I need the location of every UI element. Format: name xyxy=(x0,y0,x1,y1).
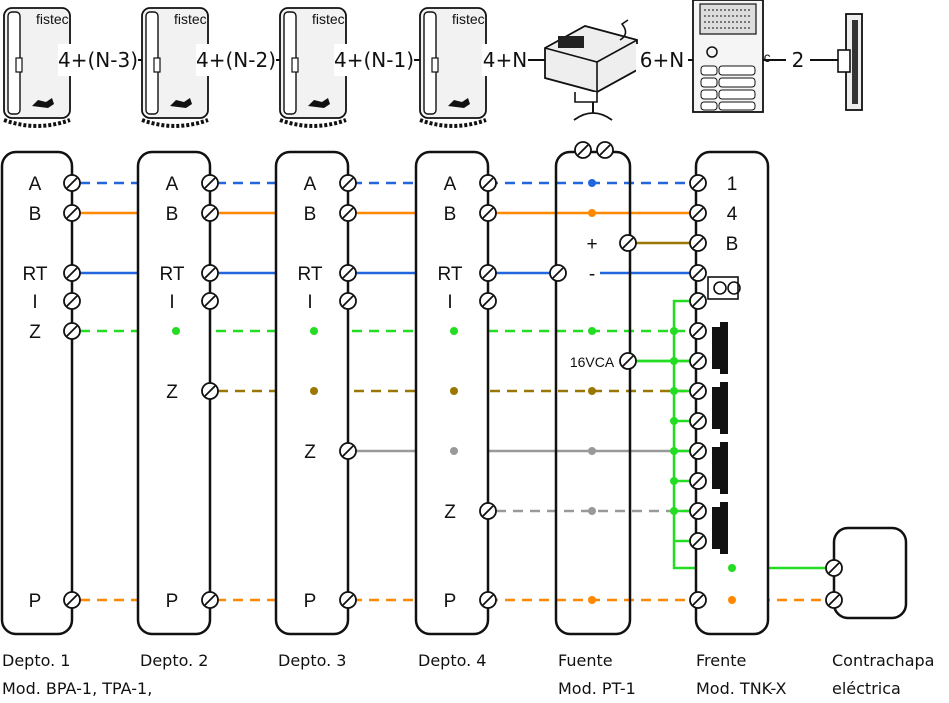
depto-4-label-a: A xyxy=(444,174,457,195)
depto-4-terminal-rt xyxy=(479,264,497,282)
depto-2-label-i: I xyxy=(169,292,174,313)
depto-3-label-z: Z xyxy=(304,442,316,463)
relay-icon xyxy=(707,276,741,300)
depto-1-terminal-p xyxy=(63,591,81,609)
depto-4-terminal-b xyxy=(479,204,497,222)
depto-3-terminal-p xyxy=(339,591,357,609)
depto-4-label-z: Z xyxy=(444,502,456,523)
depto-1-terminal-rt xyxy=(63,264,81,282)
depto-4-label-b: B xyxy=(444,204,457,225)
fuente-minus-label: - xyxy=(589,264,595,285)
junction-dots xyxy=(172,179,736,604)
depto-4-terminal-a xyxy=(479,174,497,192)
depto-4-terminal-i xyxy=(479,292,497,310)
depto-3-terminal-z xyxy=(339,442,357,460)
depto-2-label-b: B xyxy=(166,204,179,225)
strike-lock-device xyxy=(837,13,863,111)
depto-3-label-i: I xyxy=(307,292,312,313)
depto-1-label-i: I xyxy=(32,292,37,313)
contrachapa-caption: Contrachapa xyxy=(832,651,934,670)
depto-4-label-rt: RT xyxy=(438,264,463,285)
depto-3-terminal-b xyxy=(339,204,357,222)
frente-terminals: 1 4 B xyxy=(689,174,741,609)
entrance-panel-device xyxy=(692,0,764,113)
depto-3-label-b: B xyxy=(304,204,317,225)
power-supply-device xyxy=(544,19,638,121)
depto-3-terminal-rt xyxy=(339,264,357,282)
depto-2-terminal-rt xyxy=(201,264,219,282)
depto-1-terminal-b xyxy=(63,204,81,222)
depto-1-model: Mod. BPA-1, TPA-1, xyxy=(2,679,152,698)
frente-model: Mod. TNK-X xyxy=(696,679,786,698)
cable-label-2: 4+(N-2) xyxy=(196,48,276,72)
captions: Depto. 1 Mod. BPA-1, TPA-1, Depto. 2 Dep… xyxy=(2,651,934,698)
depto-2-label-p: P xyxy=(166,591,179,612)
contrachapa-caption-2: eléctrica xyxy=(832,679,901,698)
fuente-plus-label: + xyxy=(586,234,597,255)
contrachapa-box xyxy=(832,526,908,620)
frente-label-4: 4 xyxy=(727,204,738,225)
fuente-model: Mod. PT-1 xyxy=(558,679,636,698)
frente-label-b: B xyxy=(726,234,739,255)
depto-2-label-z: Z xyxy=(166,382,178,403)
pushbutton-icons xyxy=(712,322,728,554)
depto-4-terminal-z xyxy=(479,502,497,520)
fuente-box xyxy=(554,150,632,636)
depto-4-terminal-p xyxy=(479,591,497,609)
depto-2-terminal-z xyxy=(201,382,219,400)
depto-2-terminal-b xyxy=(201,204,219,222)
depto-1-box xyxy=(0,150,74,636)
depto-1-terminal-z xyxy=(63,322,81,340)
depto-3-terminal-i xyxy=(339,292,357,310)
depto-1-terminal-a xyxy=(63,174,81,192)
depto-2-terminal-a xyxy=(201,174,219,192)
cable-label-5: 6+N xyxy=(640,48,684,72)
depto-2-terminal-p xyxy=(201,591,219,609)
depto-1-caption: Depto. 1 xyxy=(2,651,70,670)
depto-3-label-a: A xyxy=(304,174,317,195)
cable-label-3: 4+(N-1) xyxy=(334,48,414,72)
depto-2-label-rt: RT xyxy=(160,264,185,285)
cable-label-4: 4+N xyxy=(483,48,527,72)
depto-3-label-rt: RT xyxy=(298,264,323,285)
depto-4-label-i: I xyxy=(447,292,452,313)
brand-logo-2: fistec xyxy=(174,11,207,27)
cable-label-1: 4+(N-3) xyxy=(58,48,138,72)
brand-logo-3: fistec xyxy=(312,11,345,27)
cable-labels: 4+(N-3) 4+(N-2) 4+(N-1) 4+N 6+N 2 xyxy=(58,44,810,76)
depto-3-terminal-a xyxy=(339,174,357,192)
depto-3-label-p: P xyxy=(304,591,317,612)
depto-1-label-a: A xyxy=(29,174,42,195)
brand-logo-1: fistec xyxy=(36,11,69,27)
fuente-terminals: + - 16VCA xyxy=(549,141,637,370)
brand-logo-4: fistec xyxy=(452,11,485,27)
depto-4-label-p: P xyxy=(444,591,457,612)
depto-2-caption: Depto. 2 xyxy=(140,651,208,670)
frente-caption: Frente xyxy=(696,651,746,670)
depto-3-caption: Depto. 3 xyxy=(278,651,346,670)
depto-1-terminal-i xyxy=(63,292,81,310)
fuente-caption: Fuente xyxy=(558,651,613,670)
depto-1-label-rt: RT xyxy=(23,264,48,285)
cable-label-6: 2 xyxy=(792,48,805,72)
depto-2-terminal-i xyxy=(201,292,219,310)
depto-1-label-z: Z xyxy=(29,322,41,343)
depto-4-caption: Depto. 4 xyxy=(418,651,486,670)
depto-1-label-b: B xyxy=(29,204,42,225)
fuente-16vca-label: 16VCA xyxy=(570,354,615,370)
frente-label-1: 1 xyxy=(727,174,738,195)
depto-2-label-a: A xyxy=(166,174,179,195)
depto-1-label-p: P xyxy=(29,591,42,612)
